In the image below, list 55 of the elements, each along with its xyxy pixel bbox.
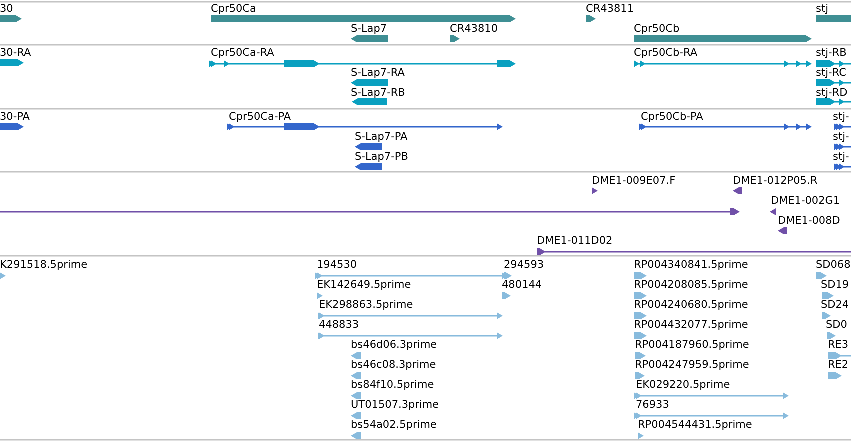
feature-label: stj-RB <box>816 47 847 59</box>
feature-label: 30-PA <box>0 111 30 123</box>
feature-label: stj- <box>833 151 850 163</box>
feature-label: DME1-008D <box>778 215 840 227</box>
feature-label: Cpr50Ca-RA <box>211 47 274 59</box>
feature-label: Cpr50Cb-RA <box>634 47 698 59</box>
feature-label: DME1-009E07.F <box>592 175 676 187</box>
feature-label: stj <box>816 3 829 15</box>
feature-label: K291518.5prime <box>0 259 88 271</box>
feature-label: RE3 <box>828 339 849 351</box>
feature-label: DME1-011D02 <box>537 235 613 247</box>
feature-label: 30-RA <box>0 47 32 59</box>
feature-label: EK142649.5prime <box>317 279 412 291</box>
feature-label: RP004432077.5prime <box>634 319 748 331</box>
feature-label: bs84f10.5prime <box>351 379 434 391</box>
feature-label: RP004340841.5prime <box>634 259 748 271</box>
feature-label: bs46d06.3prime <box>351 339 438 351</box>
feature-label: EK029220.5prime <box>636 379 730 391</box>
feature-label: RP004187960.5prime <box>635 339 750 351</box>
feature-label: RP004544431.5prime <box>638 419 752 431</box>
feature-label: 30 <box>0 3 14 15</box>
feature-label: stj- <box>833 111 850 123</box>
feature-label: 448833 <box>319 319 360 331</box>
feature-label: S-Lap7 <box>351 23 388 35</box>
feature-label: SD19 <box>821 279 850 291</box>
feature-label: RP004240680.5prime <box>634 299 748 311</box>
feature-label: DME1-002G1 <box>771 195 840 207</box>
feature-label: bs46c08.3prime <box>351 359 436 371</box>
feature-label: Cpr50Ca <box>211 3 256 15</box>
feature-label: 294593 <box>504 259 544 271</box>
feature-label: S-Lap7-PB <box>355 151 408 163</box>
feature-label: RP004247959.5prime <box>635 359 750 371</box>
feature-label: Cpr50Cb <box>634 23 680 35</box>
feature-label: DME1-012P05.R <box>733 175 818 187</box>
feature-label: RE2 <box>828 359 849 371</box>
feature-label: stj- <box>833 131 850 143</box>
feature-label: UT01507.3prime <box>351 399 440 411</box>
feature-label: 76933 <box>636 399 670 411</box>
feature-label: EK298863.5prime <box>319 299 414 311</box>
feature-label: Cpr50Ca-PA <box>229 111 292 123</box>
feature-label: 194530 <box>317 259 358 271</box>
feature-label: SD24 <box>821 299 850 311</box>
feature-label: stj-RD <box>816 87 848 99</box>
feature-label: RP004208085.5prime <box>634 279 748 291</box>
feature-label: S-Lap7-RB <box>351 87 406 99</box>
feature-label: Cpr50Cb-PA <box>641 111 704 123</box>
feature-label: CR43811 <box>586 3 634 15</box>
feature-label: S-Lap7-PA <box>355 131 408 143</box>
feature-label: stj-RC <box>816 67 846 79</box>
feature-label: 480144 <box>502 279 542 291</box>
feature-label: CR43810 <box>450 23 498 35</box>
feature-label: SD068 <box>816 259 851 271</box>
feature-label: bs54a02.5prime <box>351 419 437 431</box>
feature-label: SD0 <box>826 319 848 331</box>
feature-label: S-Lap7-RA <box>351 67 405 79</box>
